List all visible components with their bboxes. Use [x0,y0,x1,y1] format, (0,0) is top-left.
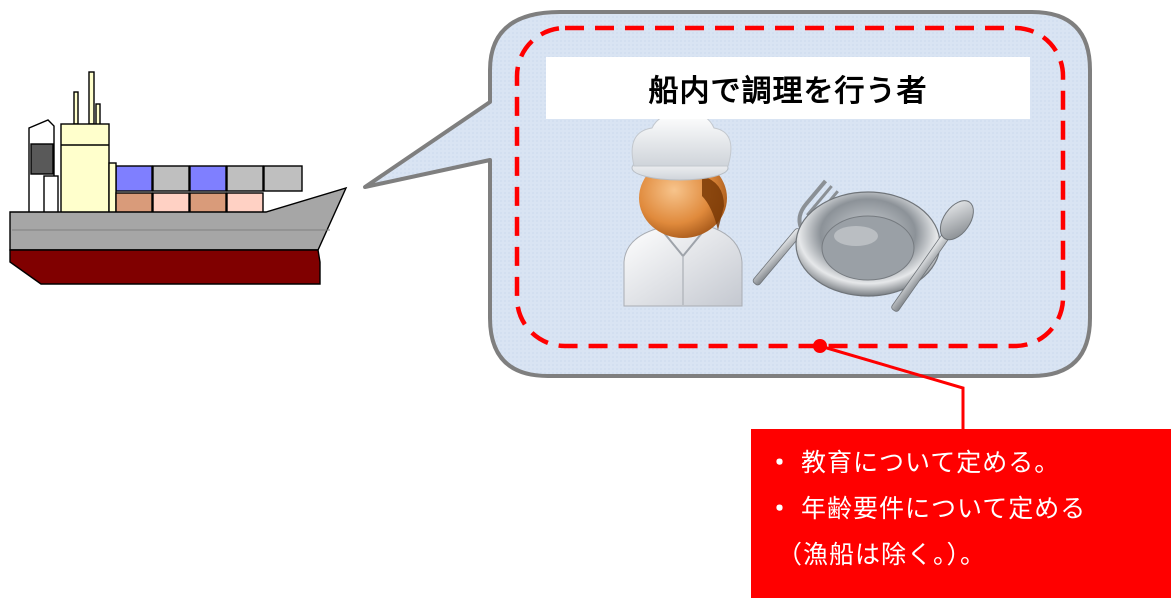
connector-line [813,339,965,429]
requirements-note: ・教育について定める。 ・年齢要件について定める （漁船は除く。）。 [751,429,1171,598]
bullet: ・ [767,448,794,477]
note-item: ・年齢要件について定める [767,486,1171,532]
bullet: ・ [767,494,794,523]
note-item-text: 教育について定める。 [801,448,1061,477]
note-continuation: （漁船は除く。）。 [767,532,1171,578]
chef-icon [623,112,743,307]
callout-title: 船内で調理を行う者 [546,57,1030,119]
note-item: ・教育について定める。 [767,440,1171,486]
note-item-text: 年齢要件について定める [801,494,1087,523]
note-continuation-text: （漁船は除く。）。 [777,540,987,569]
plate-fork-spoon-icon [752,179,974,312]
container-ship-icon [9,71,348,285]
